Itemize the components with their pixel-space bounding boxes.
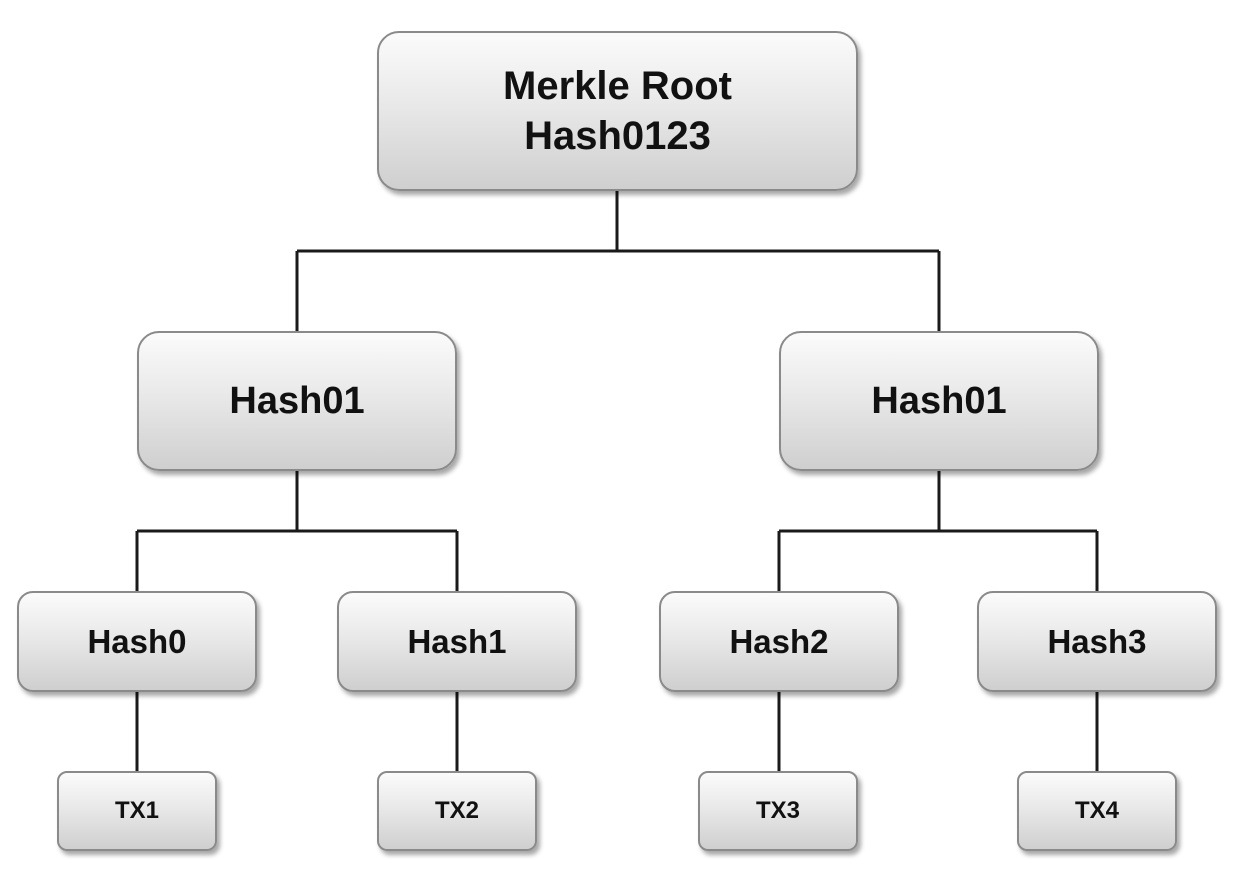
merkle-root-node: Merkle Root Hash0123	[377, 31, 858, 191]
hash01-right-node: Hash01	[779, 331, 1099, 471]
hash01-left-node: Hash01	[137, 331, 457, 471]
tx3-node: TX3	[698, 771, 858, 851]
hash2-label: Hash2	[729, 622, 829, 660]
hash01-left-label: Hash01	[229, 379, 365, 422]
tx4-node: TX4	[1017, 771, 1177, 851]
merkle-root-title: Merkle Root	[503, 64, 732, 108]
hash1-node: Hash1	[337, 591, 577, 692]
hash3-label: Hash3	[1047, 622, 1147, 660]
tx2-label: TX2	[434, 797, 479, 824]
tx1-label: TX1	[114, 797, 159, 824]
connector-hash01-left-to-hash0-hash1	[135, 471, 459, 591]
hash1-label: Hash1	[407, 622, 507, 660]
tx2-node: TX2	[377, 771, 537, 851]
hash0-node: Hash0	[17, 591, 257, 692]
tx4-label: TX4	[1074, 797, 1119, 824]
connector-hash01-right-to-hash2-hash3	[777, 471, 1099, 591]
hash0-label: Hash0	[87, 622, 187, 660]
tx3-label: TX3	[755, 797, 800, 824]
hash2-node: Hash2	[659, 591, 899, 692]
tx1-node: TX1	[57, 771, 217, 851]
connector-root-to-hash01-pair	[295, 191, 941, 331]
hash3-node: Hash3	[977, 591, 1217, 692]
hash01-right-label: Hash01	[871, 379, 1007, 422]
merkle-root-hash: Hash0123	[524, 114, 711, 158]
